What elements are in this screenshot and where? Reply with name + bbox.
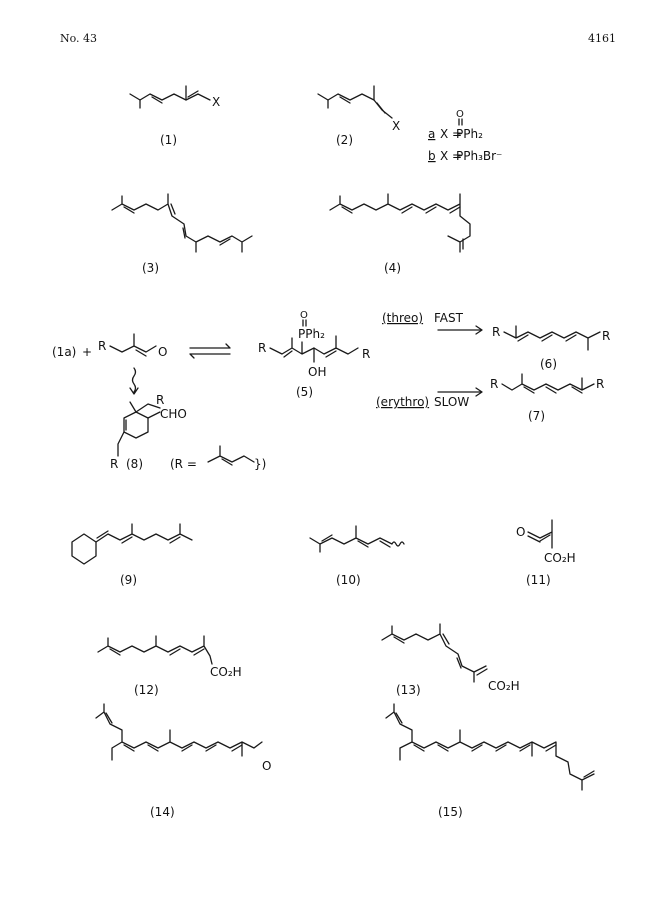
aldehyde-group: CHO <box>160 407 187 421</box>
label-compound-6: (6) <box>540 357 557 371</box>
label-compound-5: (5) <box>296 385 313 399</box>
phosphine-oxide-group: PPh₂ <box>298 327 325 341</box>
structure-10 <box>309 525 405 553</box>
legend-b-group: PPh₃Br⁻ <box>456 149 502 163</box>
oxygen-atom: O <box>456 109 464 120</box>
r-definition-open: (R = <box>170 457 197 471</box>
atom-r: R <box>602 329 610 343</box>
legend-b-key: b <box>428 149 436 163</box>
legend-a-definition: X = <box>440 127 462 141</box>
atom-r: R <box>258 341 266 355</box>
structure-14: O <box>95 703 271 773</box>
atom-o: O <box>262 759 271 773</box>
slow-label: SLOW <box>434 395 469 409</box>
label-compound-3: (3) <box>142 261 159 275</box>
structure-3 <box>111 193 253 253</box>
legend-a-key: a <box>428 127 435 141</box>
r-definition-close: }) <box>254 457 266 471</box>
label-compound-10: (10) <box>336 573 361 587</box>
structure-15 <box>385 703 595 791</box>
plus-sign: + <box>82 345 92 359</box>
fast-label: FAST <box>434 311 464 325</box>
label-compound-14: (14) <box>150 805 175 819</box>
atom-x: X <box>392 119 400 133</box>
legend-a-group: PPh₂ <box>456 127 483 141</box>
threo-label: (threo) <box>382 311 423 325</box>
label-compound-1: (1) <box>160 133 177 147</box>
atom-o: O <box>158 345 167 359</box>
label-compound-13: (13) <box>396 683 421 697</box>
label-compound-11: (11) <box>526 573 551 587</box>
atom-r: R <box>362 347 370 361</box>
hydroxyl-group: OH <box>308 365 326 379</box>
structure-4 <box>329 193 471 253</box>
label-compound-7: (7) <box>528 409 545 423</box>
structure-11: O CO₂H <box>516 519 576 565</box>
atom-r: R <box>596 377 604 391</box>
atom-o: O <box>516 525 525 539</box>
label-compound-8: (8) <box>126 457 143 471</box>
label-compound-2: (2) <box>336 133 353 147</box>
label-compound-12: (12) <box>134 683 159 697</box>
atom-r: R <box>156 393 164 407</box>
reactant-1a: (1a) <box>52 345 76 359</box>
erythro-label: (erythro) <box>376 395 429 409</box>
atom-x: X <box>212 95 220 109</box>
substituent-legend: O a X = PPh₂ b X = PPh₃Br⁻ <box>428 109 502 163</box>
carboxylic-acid-group: CO₂H <box>544 551 576 565</box>
label-compound-9: (9) <box>120 573 137 587</box>
atom-r: R <box>492 325 500 339</box>
carboxylic-acid-group: CO₂H <box>210 665 242 679</box>
journal-issue-number: No. 43 <box>60 32 98 45</box>
label-compound-15: (15) <box>438 805 463 819</box>
structure-13: CO₂H <box>381 623 520 693</box>
atom-r: R <box>490 377 498 391</box>
oxygen-atom: O <box>300 310 308 321</box>
carboxylic-acid-group: CO₂H <box>488 679 520 693</box>
structure-1: X <box>129 85 220 109</box>
structure-12: CO₂H <box>97 635 242 679</box>
atom-r: R <box>110 457 118 471</box>
legend-b-definition: X = <box>440 149 462 163</box>
page-number: 4161 <box>588 32 616 45</box>
reaction-scheme: (1a) + R O O PPh₂ R OH R (5) (threo) <box>52 310 610 471</box>
label-compound-4: (4) <box>384 261 401 275</box>
structure-2: X <box>317 85 400 133</box>
atom-r: R <box>98 339 106 353</box>
structure-9 <box>71 523 193 565</box>
